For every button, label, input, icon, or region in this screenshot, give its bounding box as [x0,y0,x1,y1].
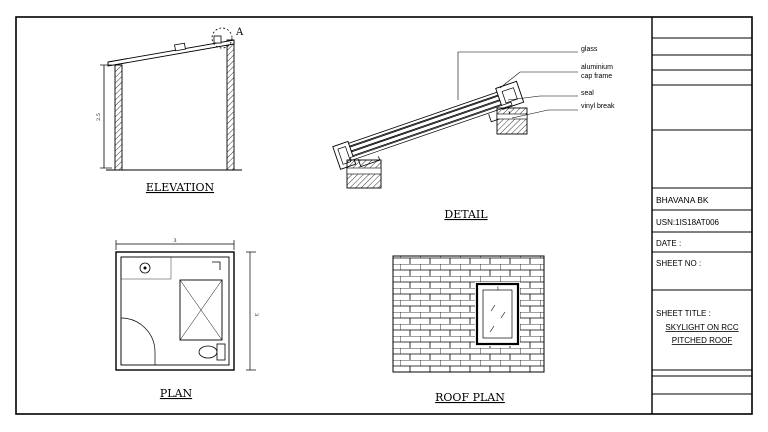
elevation-roof-slab [107,39,235,67]
plan-depth-dimension: 3 [253,313,259,316]
elevation-right-wall [226,39,235,171]
roof-skylight-dimension: 1 [496,286,499,292]
label-vinyl-break: vinyl break [581,103,615,110]
plan-skylight-opening [179,279,223,341]
label-glass: glass [581,46,598,53]
plan-title: PLAN [160,387,193,400]
elevation-title: ELEVATION [146,181,215,194]
plan-width-dimension: 3 [173,238,176,244]
student-name: BHAVANA BK [656,195,709,205]
leader-vinyl-break [511,109,578,119]
leader-aluminium [499,71,578,89]
sheet-border [15,16,753,415]
elevation-height-dimension: 2.5 [96,113,102,121]
label-seal: seal [581,90,594,97]
detail-right-upstand [496,107,528,135]
label-aluminium: aluminium [581,64,613,71]
sheet-title-label: SHEET TITLE : [656,309,711,318]
leader-glass [457,51,578,100]
detail-callout-circle [211,27,233,49]
sheet-title-line2: PITCHED ROOF [672,336,733,345]
usn-number: USN:1IS18AT006 [656,218,720,227]
plan-basin-icon [139,262,151,274]
roof-tile-field [392,255,545,373]
detail-drawing: glass aluminium cap frame seal vinyl bre… [332,46,615,221]
title-block: BHAVANA BK USN:1IS18AT006 DATE : SHEET N… [651,17,752,414]
elevation-drawing: A 2.5 ELEVATION [96,27,244,194]
leader-seal [507,95,578,101]
detail-title: DETAIL [444,208,488,221]
sheet-title-line1: SKYLIGHT ON RCC [665,323,738,332]
plan-door-swing [120,317,156,365]
detail-callout-letter: A [235,27,244,38]
label-cap-frame: cap frame [581,73,612,80]
roof-plan-drawing: 1 ROOF PLAN [392,255,545,404]
roof-plan-title: ROOF PLAN [435,391,505,404]
sheet-no-label: SHEET NO : [656,259,701,268]
plan-drawing: 3 3 PLAN [115,238,259,400]
elevation-left-wall [114,64,123,171]
date-label: DATE : [656,239,681,248]
